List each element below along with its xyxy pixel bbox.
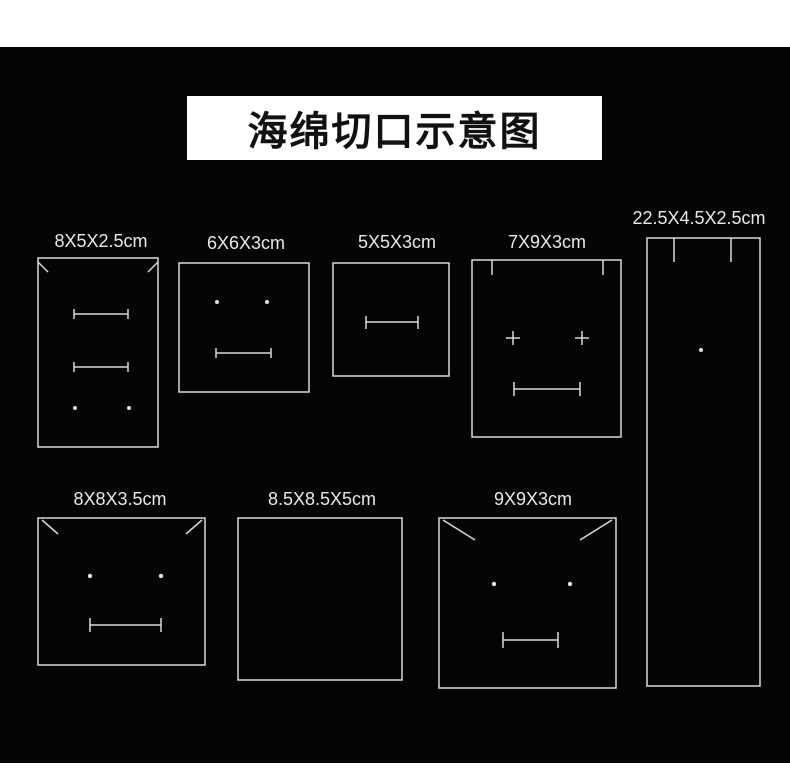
sponge-6x6x3 (178, 262, 310, 393)
label-7x9x3: 7X9X3cm (507, 232, 587, 252)
label-22.5x4.5x2.5: 22.5X4.5X2.5cm (632, 208, 766, 228)
bar-slot (215, 348, 272, 358)
label-8.5x8.5x5: 8.5X8.5X5cm (267, 489, 377, 509)
bar-slot (89, 618, 162, 632)
corner-slit (579, 519, 613, 541)
sponge-9x9x3 (438, 517, 617, 689)
dot-slit (265, 300, 269, 304)
sponge-outline (646, 237, 761, 687)
sponge-outline (471, 259, 622, 438)
corner-slit (442, 519, 476, 541)
title-banner: 海绵切口示意图 (187, 96, 602, 160)
bar-slot (502, 632, 559, 648)
sponge-8x5x2.5 (37, 257, 159, 448)
label-8x8x3.5: 8X8X3.5cm (73, 489, 167, 509)
bar-slot (365, 316, 419, 329)
corner-slit (185, 519, 203, 535)
cross-slot (506, 331, 520, 345)
sponge-8x8x3.5 (37, 517, 206, 666)
sponge-5x5x3 (332, 262, 450, 377)
bar-slot (73, 362, 129, 372)
sponge-outline (237, 517, 403, 681)
page-title: 海绵切口示意图 (247, 109, 542, 155)
dot-slit (215, 300, 219, 304)
corner-slit (37, 261, 49, 273)
sponge-outline (438, 517, 617, 689)
sponge-outline (178, 262, 310, 393)
label-6x6x3: 6X6X3cm (206, 233, 286, 253)
cross-slot (575, 331, 589, 345)
sponge-22.5x4.5x2.5 (646, 237, 761, 687)
dot-slit (699, 348, 703, 352)
label-5x5x3: 5X5X3cm (357, 232, 437, 252)
sponge-outline (37, 257, 159, 448)
label-9x9x3: 9X9X3cm (493, 489, 573, 509)
dot-slit (73, 406, 77, 410)
black-background (0, 47, 790, 763)
sponge-8.5x8.5x5 (237, 517, 403, 681)
dot-slit (127, 406, 131, 410)
dot-slit (567, 581, 573, 587)
label-8x5x2.5: 8X5X2.5cm (54, 231, 148, 251)
dot-slit (491, 581, 497, 587)
sponge-outline (37, 517, 206, 666)
sponge-outline (332, 262, 450, 377)
bar-slot (513, 382, 581, 396)
corner-slit (147, 261, 159, 273)
dot-slit (158, 573, 164, 579)
corner-slit (41, 519, 59, 535)
dot-slit (87, 573, 93, 579)
sponge-7x9x3 (471, 259, 622, 438)
bar-slot (73, 309, 129, 319)
